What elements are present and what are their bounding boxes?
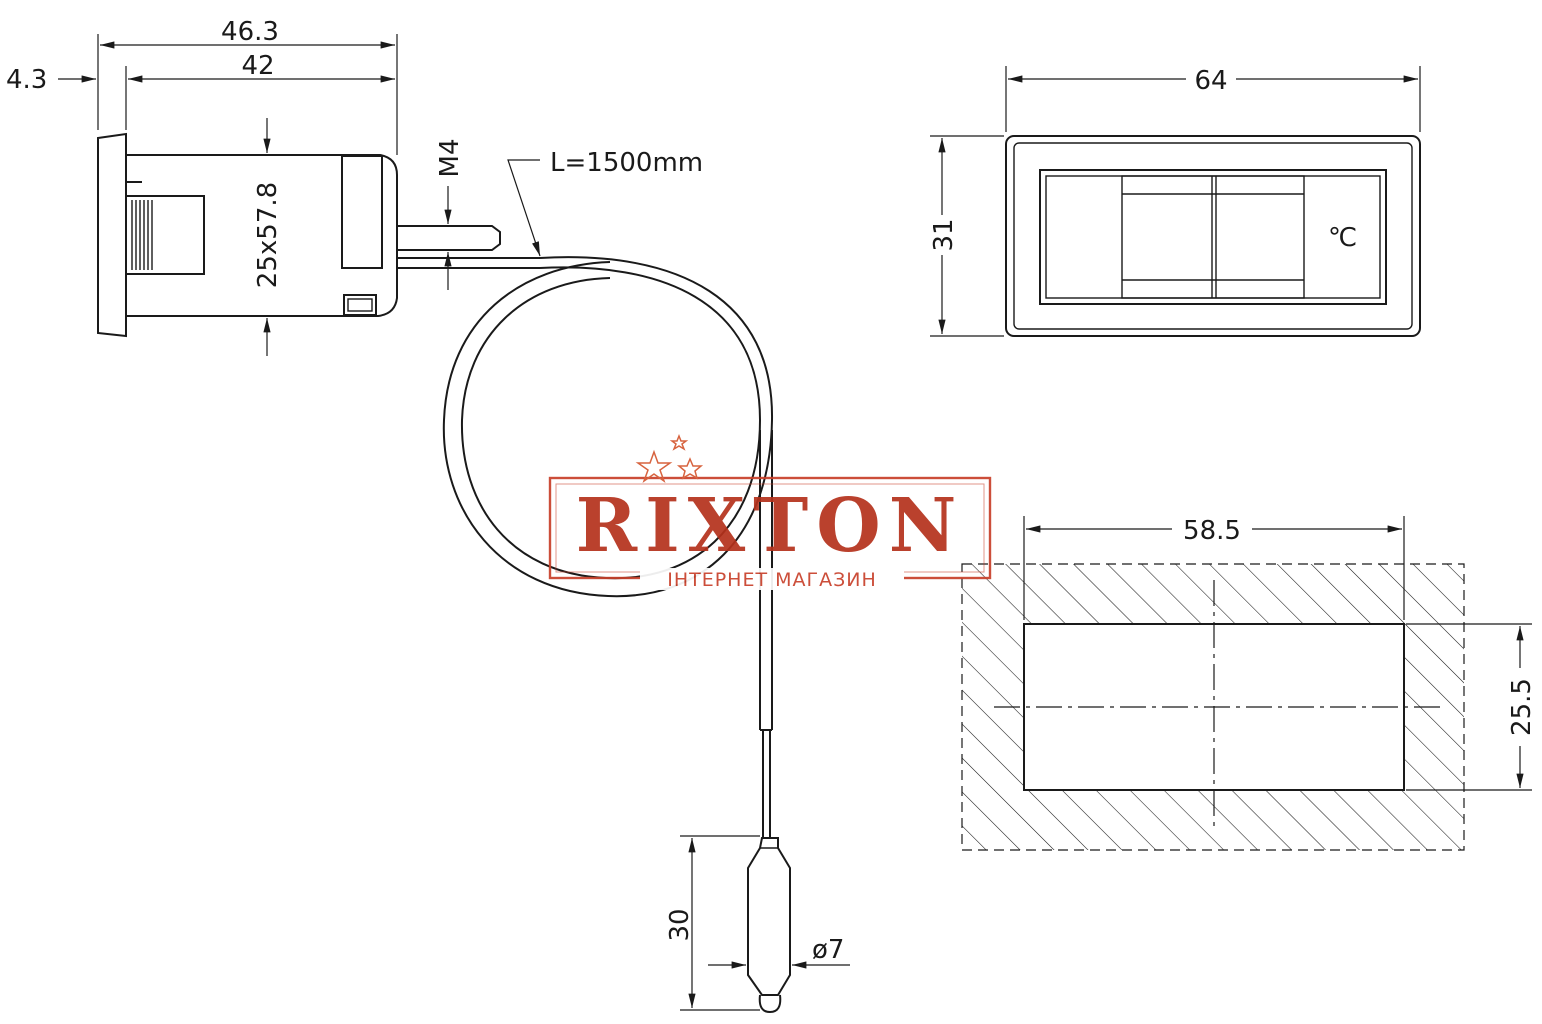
watermark: RIXTON ІНТЕРНЕТ МАГАЗИН	[548, 433, 992, 591]
dim-46-3-label: 46.3	[221, 17, 279, 47]
dim-30-label: 30	[665, 908, 695, 941]
dim-25-5-label: 25.5	[1507, 678, 1537, 736]
dim-diameter-label: ø7	[812, 935, 844, 965]
display-window	[1039, 169, 1387, 305]
stars-icon	[635, 433, 704, 483]
dim-31-label: 31	[929, 218, 959, 251]
unit-celsius: ℃	[1328, 223, 1357, 253]
hatched-panel	[962, 564, 1464, 850]
dim-58-5-label: 58.5	[1183, 516, 1241, 546]
dim-42-label: 42	[241, 51, 274, 81]
terminal-block	[125, 195, 205, 275]
dim-m4-label: M4	[435, 139, 465, 178]
dim-25x57-8-label: 25x57.8	[253, 182, 283, 288]
side-view: 46.3 42 4.3 25x57.8 M4 L=1500mm	[6, 17, 850, 1014]
dim-cable-length-label: L=1500mm	[550, 148, 703, 178]
watermark-brand: RIXTON	[576, 483, 965, 569]
screw	[397, 225, 501, 251]
panel-cutout-view: 58.5 25.5	[961, 512, 1537, 851]
watermark-subtitle: ІНТЕРНЕТ МАГАЗИН	[667, 569, 877, 591]
dim-64-label: 64	[1194, 66, 1227, 96]
rear-housing	[341, 155, 383, 269]
body-outline	[126, 154, 398, 317]
dim-4-3-label: 4.3	[6, 65, 47, 95]
probe-tip	[758, 994, 782, 1014]
front-bezel	[1005, 135, 1421, 337]
cable-coil-outer	[442, 256, 774, 598]
bezel-outline	[97, 132, 127, 338]
probe	[747, 837, 791, 996]
latch	[343, 294, 377, 316]
lcd-digits	[1121, 175, 1305, 299]
front-view: ℃ 64 31	[926, 62, 1421, 337]
